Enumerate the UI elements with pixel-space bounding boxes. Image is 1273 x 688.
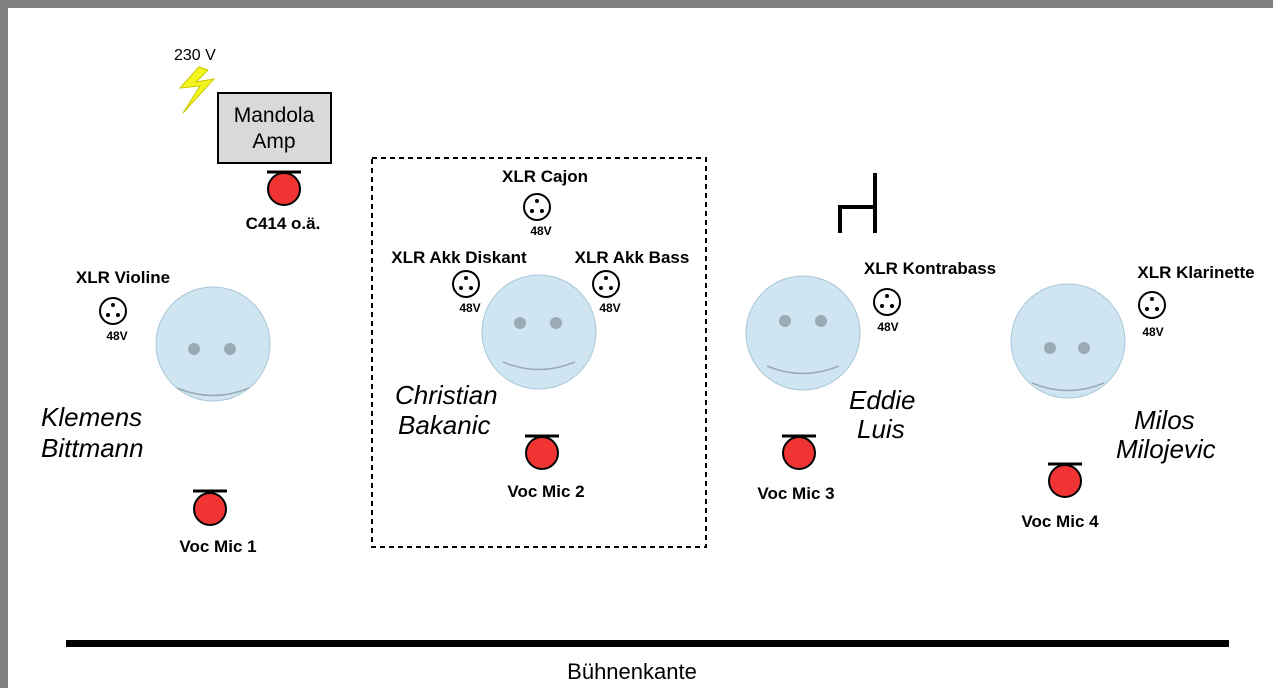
xlr-klarinette-phantom: 48V bbox=[1142, 325, 1163, 339]
musician-name-eddie-line1: Eddie bbox=[849, 385, 916, 415]
xlr-akk-diskant-phantom: 48V bbox=[459, 301, 480, 315]
voc-mic-2-label: Voc Mic 2 bbox=[507, 482, 584, 501]
musician-name-eddie-line2: Luis bbox=[857, 414, 905, 444]
voc-mic-2 bbox=[525, 434, 559, 470]
musician-name-klemens-line1: Klemens bbox=[41, 402, 142, 432]
c414-mic-label: C414 o.ä. bbox=[246, 214, 321, 233]
drum-riser-area bbox=[371, 157, 707, 548]
xlr-violine-connector-icon bbox=[99, 297, 127, 325]
musician-face-klemens bbox=[155, 286, 271, 402]
stage-edge-line bbox=[66, 640, 1229, 647]
voc-mic-1 bbox=[193, 489, 227, 526]
mandola-amp-label-line1: Mandola bbox=[234, 104, 315, 127]
musician-name-milos-line2: Milojevic bbox=[1116, 434, 1216, 464]
musician-name-klemens-line2: Bittmann bbox=[41, 433, 144, 463]
xlr-akk-bass-phantom: 48V bbox=[599, 301, 620, 315]
c414-mic bbox=[267, 170, 301, 206]
xlr-cajon-connector-icon bbox=[523, 193, 551, 221]
musician-name-milos-line1: Milos bbox=[1134, 405, 1195, 435]
mandola-amp-box bbox=[217, 92, 332, 164]
xlr-kontrabass-label: XLR Kontrabass bbox=[864, 259, 996, 278]
voc-mic-4-label: Voc Mic 4 bbox=[1021, 512, 1099, 531]
xlr-violine-label: XLR Violine bbox=[76, 268, 170, 287]
xlr-akk-bass-connector-icon bbox=[592, 270, 620, 298]
mandola-amp-label-line2: Amp bbox=[252, 130, 295, 153]
voc-mic-3-label: Voc Mic 3 bbox=[757, 484, 834, 503]
xlr-kontrabass-phantom: 48V bbox=[877, 320, 898, 334]
xlr-akk-bass-label: XLR Akk Bass bbox=[575, 248, 690, 267]
voc-mic-1-label: Voc Mic 1 bbox=[179, 537, 256, 556]
xlr-kontrabass-connector-icon bbox=[873, 288, 901, 316]
musician-face-milos bbox=[1010, 283, 1126, 399]
xlr-akk-diskant-connector-icon bbox=[452, 270, 480, 298]
xlr-cajon-label: XLR Cajon bbox=[502, 167, 588, 186]
musician-face-christian bbox=[481, 274, 597, 390]
stage-edge-label: Bühnenkante bbox=[567, 659, 697, 684]
musician-face-eddie bbox=[745, 275, 861, 391]
power-label: 230 V bbox=[174, 47, 216, 64]
voc-mic-4 bbox=[1048, 462, 1082, 498]
chair-icon bbox=[838, 173, 877, 233]
xlr-klarinette-connector-icon bbox=[1138, 291, 1166, 319]
xlr-cajon-phantom: 48V bbox=[530, 224, 551, 238]
voc-mic-3 bbox=[782, 434, 816, 470]
musician-name-christian-line2: Bakanic bbox=[398, 410, 491, 440]
musician-name-christian-line1: Christian bbox=[395, 380, 498, 410]
xlr-klarinette-label: XLR Klarinette bbox=[1137, 263, 1254, 282]
xlr-akk-diskant-label: XLR Akk Diskant bbox=[391, 248, 527, 267]
power-bolt-icon bbox=[178, 66, 216, 114]
xlr-violine-phantom: 48V bbox=[106, 329, 127, 343]
